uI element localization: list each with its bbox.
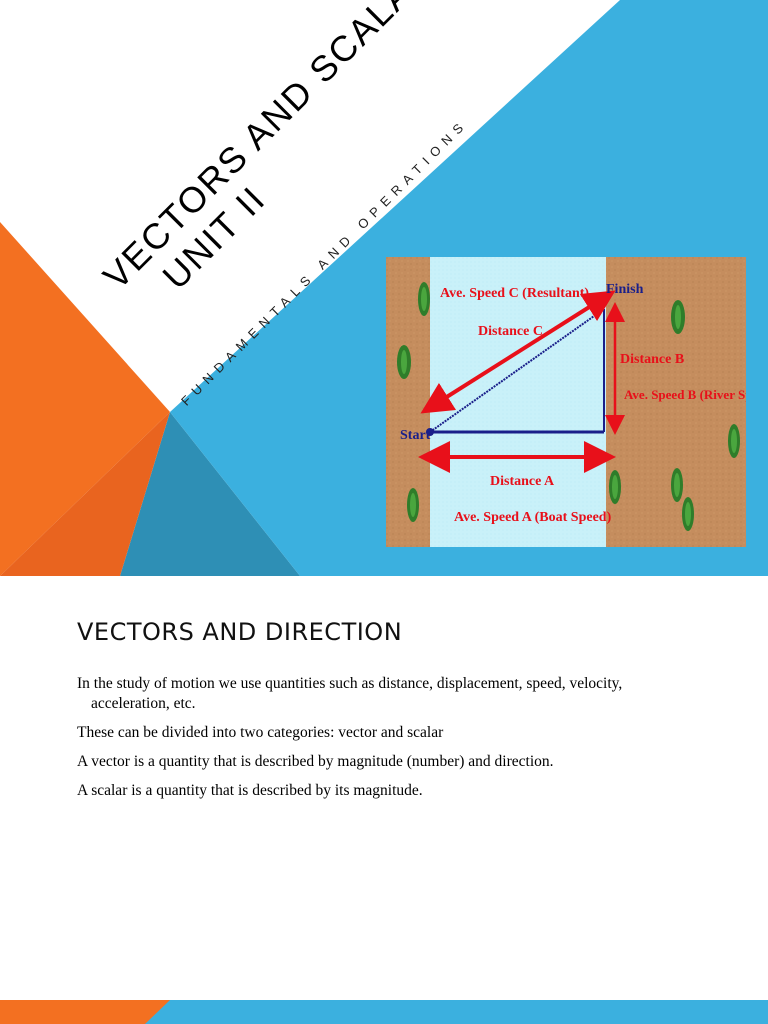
- diagram-svg: Ave. Speed C (Resultant) Distance C Fini…: [386, 257, 746, 547]
- orange-shadow: [0, 412, 170, 576]
- tree-icon: [728, 424, 740, 458]
- body-paragraph: These can be divided into two categories…: [77, 724, 444, 741]
- tree-icon: [671, 468, 683, 502]
- speed-c-label: Ave. Speed C (Resultant): [440, 286, 589, 301]
- slide-body: In the study of motion we use quantities…: [77, 674, 677, 810]
- speed-a-label: Ave. Speed A (Boat Speed): [454, 510, 612, 525]
- body-paragraph: A scalar is a quantity that is described…: [77, 782, 423, 799]
- start-point: [426, 428, 434, 436]
- tree-icon: [609, 470, 621, 504]
- tree-icon: [682, 497, 694, 531]
- finish-label: Finish: [606, 282, 644, 297]
- slide-heading: Vectors and Direction: [77, 618, 403, 646]
- tree-icon: [418, 282, 430, 316]
- content-slide: Vectors and Direction In the study of mo…: [0, 576, 768, 1024]
- orange-triangle: [0, 222, 170, 576]
- title-slide: Vectors and Scalars Unit II Fundamentals…: [0, 0, 768, 576]
- tree-icon: [407, 488, 419, 522]
- right-bank: [606, 257, 746, 547]
- distance-c-label: Distance C: [478, 324, 543, 339]
- start-label: Start: [400, 428, 431, 443]
- body-paragraph: A vector is a quantity that is described…: [77, 753, 554, 770]
- distance-a-label: Distance A: [490, 474, 555, 489]
- distance-b-label: Distance B: [620, 352, 684, 367]
- tree-icon: [671, 300, 685, 334]
- body-paragraph: In the study of motion we use quantities…: [77, 675, 623, 712]
- teal-triangle: [120, 412, 300, 576]
- resultant-arrow: [420, 290, 616, 414]
- tree-icon: [397, 345, 411, 379]
- speed-b-label: Ave. Speed B (River Speed): [624, 387, 746, 402]
- river-crossing-diagram: Ave. Speed C (Resultant) Distance C Fini…: [386, 257, 746, 547]
- bottom-accent-strip: [0, 1000, 768, 1024]
